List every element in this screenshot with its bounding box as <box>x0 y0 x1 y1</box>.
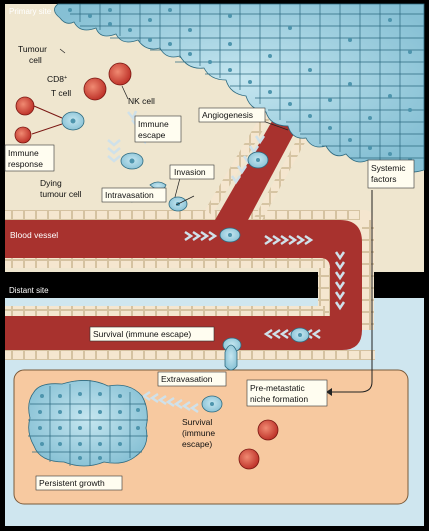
vessel-wall-bottom-lower <box>5 350 375 360</box>
immune-escape-line2: escape <box>138 130 166 140</box>
intravasation-box <box>101 187 167 203</box>
vessel-wall-bottom <box>5 258 325 268</box>
blood-vessel-label: Blood vessel <box>10 230 58 240</box>
persistent-growth-box <box>35 475 123 491</box>
immune-cells <box>14 62 279 470</box>
systemic-factors-box <box>367 159 415 189</box>
pre-metastatic-line2: niche formation <box>250 394 308 404</box>
invasion-box <box>169 164 215 180</box>
immune-response-line2: response <box>8 159 43 169</box>
invasion-label: Invasion <box>174 167 206 177</box>
immune-escape-box <box>134 115 182 143</box>
systemic-factors-line1: Systemic <box>371 163 406 173</box>
vessel-wall-top <box>5 210 360 220</box>
survival2-line1: Survival <box>182 417 212 427</box>
tumour-cell-label-line1: Tumour <box>18 44 47 54</box>
pre-metastatic-line1: Pre-metastatic <box>250 383 306 393</box>
pre-metastatic-box <box>246 379 328 407</box>
dying-cell-line2: tumour cell <box>40 189 82 199</box>
survival2-line3: escape) <box>182 439 212 449</box>
vessel-wall-top-lower <box>5 306 325 316</box>
flow-arrows <box>107 110 346 414</box>
survival2-line2: (immune <box>182 428 215 438</box>
nk-cell-label: NK cell <box>128 96 155 106</box>
dying-cell-line1: Dying <box>40 178 62 188</box>
tumour-cell-label-line2: cell <box>29 55 42 65</box>
intravasation-label: Intravasation <box>105 190 154 200</box>
cd8-t-cell <box>83 77 107 101</box>
extravasating-cell <box>224 344 238 371</box>
blood-vessel-upper <box>5 220 362 316</box>
vessel-wall-right <box>362 220 374 330</box>
immune-response-line1: Immune <box>8 148 39 158</box>
vessel-wall-inner <box>318 268 330 316</box>
persistent-growth-label: Persistent growth <box>39 478 105 488</box>
immune-escape-line1: Immune <box>138 119 169 129</box>
cd8-label: CD8+ <box>47 74 67 84</box>
angiogenesis-label: Angiogenesis <box>202 110 253 120</box>
distant-site-title: Distant site <box>9 286 49 295</box>
extravasation-box <box>157 371 227 387</box>
nk-cell <box>108 62 132 86</box>
extravasation-label: Extravasation <box>161 374 213 384</box>
survival-box <box>89 326 215 342</box>
systemic-factors-arrow <box>332 190 373 393</box>
systemic-factors-line2: factors <box>371 174 397 184</box>
immune-response-box <box>4 144 55 172</box>
metastatic-colony <box>28 380 148 467</box>
angiogenesis-box <box>198 107 266 123</box>
cd8-label-line2: T cell <box>51 88 71 98</box>
primary-site-title: Primary site <box>9 7 52 16</box>
survival-label: Survival (immune escape) <box>93 329 191 339</box>
